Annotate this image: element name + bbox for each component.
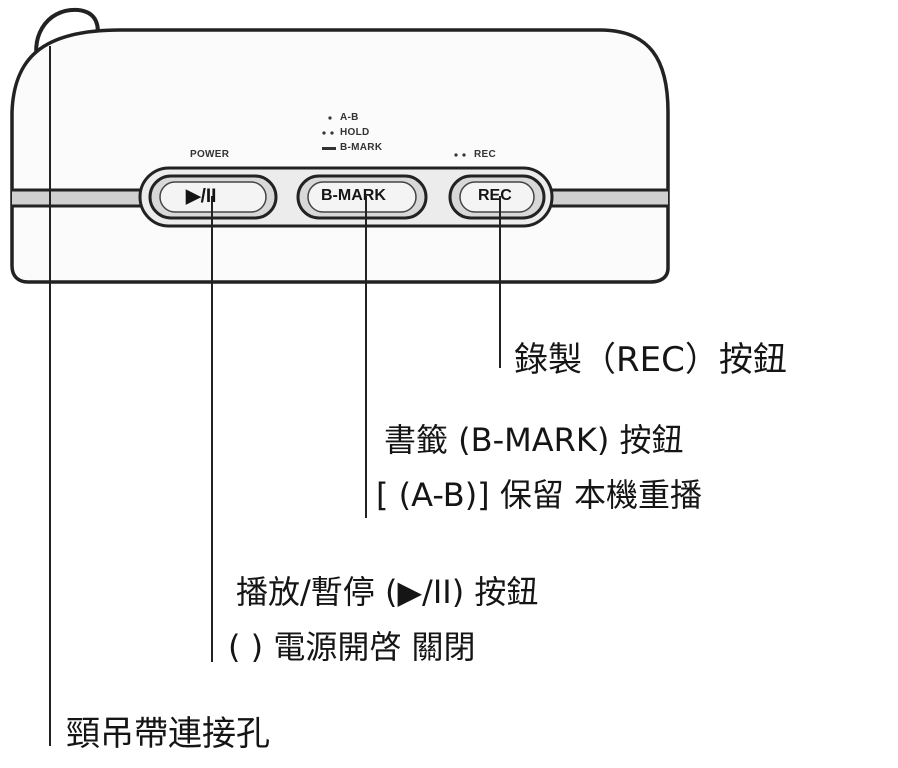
- rec-indicator-label: REC: [474, 149, 497, 160]
- callout-strap-hole: 頸吊帶連接孔: [66, 714, 270, 754]
- callout-rec-button: 錄製（REC）按鈕: [514, 340, 787, 380]
- rec-button: REC: [478, 187, 512, 204]
- callout-play-pause: 播放/暫停 (▶/II) 按鈕: [236, 573, 539, 611]
- device-body: [10, 28, 670, 284]
- rec-dot-1: [454, 153, 458, 157]
- bmark-button: B-MARK: [321, 187, 386, 204]
- rec-dot-2: [462, 153, 466, 157]
- hold-dot-2: [330, 131, 334, 135]
- ab-dot: [328, 116, 332, 120]
- bmark-dash: [322, 147, 336, 150]
- bmark-indicator-label: B-MARK: [340, 142, 383, 153]
- hold-label: HOLD: [340, 127, 370, 138]
- play-pause-button: ▶/II: [186, 186, 217, 207]
- callout-power-onoff: ( ) 電源開啓 關閉: [228, 628, 476, 666]
- strap-loop-icon: [34, 7, 100, 71]
- ab-label: A-B: [340, 112, 359, 123]
- power-label: POWER: [190, 149, 230, 160]
- hold-dot-1: [322, 131, 326, 135]
- callout-bmark-button: 書籤 (B-MARK) 按鈕: [384, 421, 684, 459]
- callout-ab-repeat: [ (A-B)] 保留 本機重播: [376, 476, 703, 514]
